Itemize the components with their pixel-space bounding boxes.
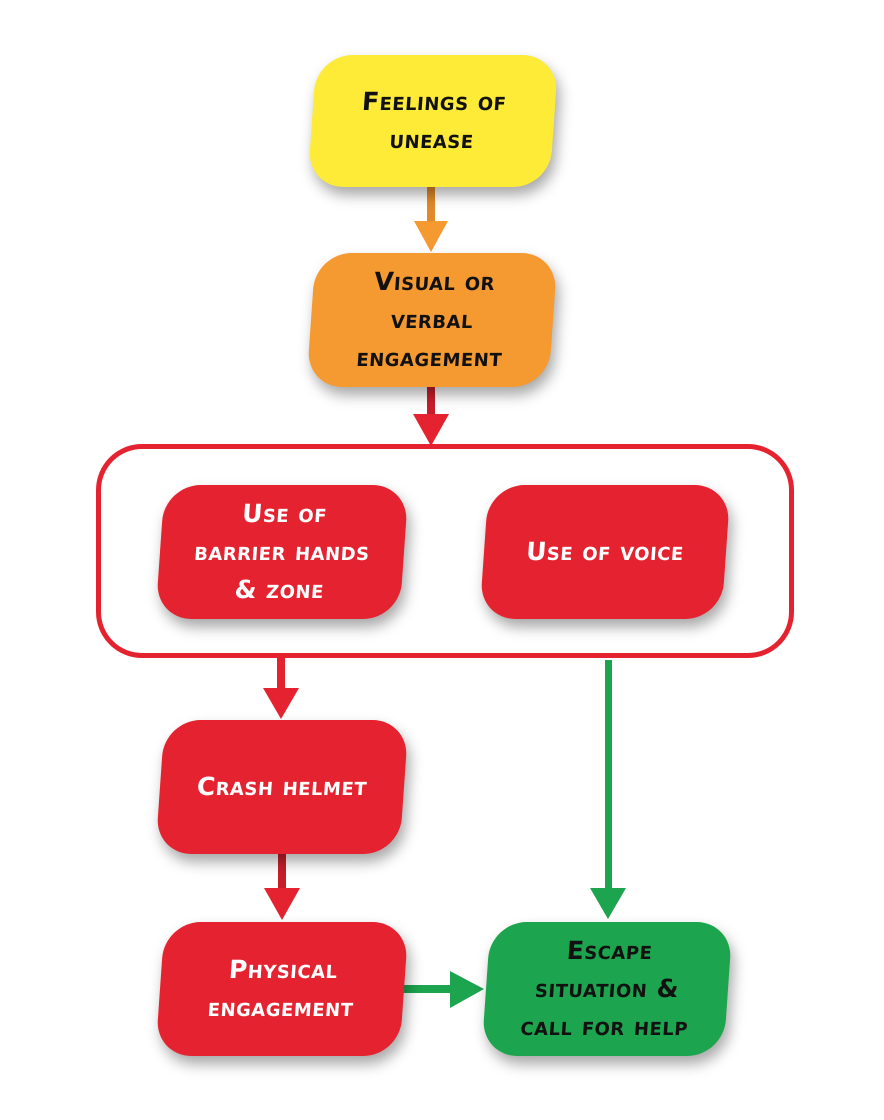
node-barrier-line-3: & zone xyxy=(233,575,326,604)
arrow-unease-to-engagement xyxy=(414,185,448,252)
node-engagement-line-1: Visual or xyxy=(373,267,497,296)
arrow-helmet-to-physical xyxy=(264,852,300,920)
node-engagement-line-3: engagement xyxy=(355,343,504,372)
node-escape-line-1: Escape xyxy=(565,936,654,965)
arrow-group-to-helmet xyxy=(263,656,299,719)
node-escape-line-2: situation & xyxy=(534,974,680,1003)
node-escape-line-3: call for help xyxy=(519,1012,690,1041)
node-unease-line-1: Feelings of xyxy=(361,87,508,116)
node-use-of-barrier-hands: Use of barrier hands & zone xyxy=(155,485,409,619)
node-barrier-line-1: Use of xyxy=(241,499,329,528)
node-unease-line-2: unease xyxy=(388,125,475,154)
node-use-of-voice: Use of voice xyxy=(479,485,731,619)
arrow-engagement-to-group xyxy=(413,386,449,446)
node-physical-line-2: engagement xyxy=(206,993,355,1022)
node-engagement-line-2: verbal xyxy=(389,305,475,334)
arrow-group-to-escape xyxy=(590,660,626,919)
node-physical-line-1: Physical xyxy=(227,955,339,984)
arrow-physical-to-escape xyxy=(402,971,484,1008)
node-feelings-of-unease: Feelings of unease xyxy=(307,55,559,187)
node-voice-line-1: Use of voice xyxy=(525,537,685,566)
node-crash-helmet: Crash helmet xyxy=(155,720,409,854)
node-helmet-line-1: Crash helmet xyxy=(195,772,369,801)
node-escape-situation: Escape situation & call for help xyxy=(481,922,733,1056)
node-barrier-line-2: barrier hands xyxy=(193,537,371,566)
node-physical-engagement: Physical engagement xyxy=(155,922,409,1056)
node-visual-or-verbal-engagement: Visual or verbal engagement xyxy=(306,253,558,387)
